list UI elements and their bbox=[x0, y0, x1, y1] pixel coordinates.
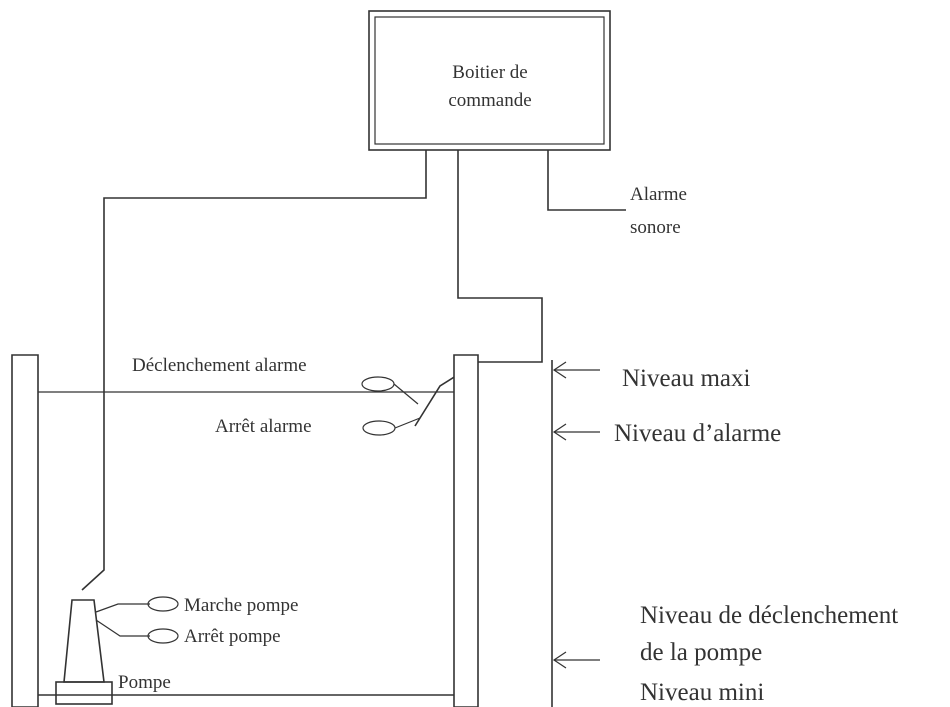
pump-on-float bbox=[147, 596, 179, 612]
sound-alarm-label-line1: Alarme bbox=[630, 184, 687, 205]
alarm-stop-float bbox=[362, 420, 396, 436]
wire-to-alarm-floats bbox=[414, 150, 543, 427]
pump-trigger-level-arrow bbox=[552, 651, 600, 669]
alarm-level-label: Niveau d’alarme bbox=[614, 420, 781, 447]
control-box-label-line1: Boitier de bbox=[452, 62, 527, 83]
alarm-level-arrow bbox=[552, 423, 600, 441]
wire-to-pump bbox=[81, 150, 427, 591]
wire-to-sound-alarm bbox=[547, 150, 626, 211]
sound-alarm-label-line2: sonore bbox=[630, 217, 681, 238]
min-level-label: Niveau mini bbox=[640, 679, 764, 706]
pump-trigger-level-label-line1: Niveau de déclenchement bbox=[640, 602, 898, 629]
pump-off-label: Arrêt pompe bbox=[184, 626, 281, 647]
alarm-stop-label: Arrêt alarme bbox=[215, 416, 312, 437]
alarm-trigger-label: Déclenchement alarme bbox=[132, 355, 307, 376]
pump-trigger-level-label-line2: de la pompe bbox=[640, 639, 762, 666]
max-level-label: Niveau maxi bbox=[622, 365, 750, 392]
pump-icon bbox=[55, 599, 113, 705]
pump-label: Pompe bbox=[118, 672, 171, 693]
alarm-trigger-float bbox=[361, 376, 395, 392]
control-box: Boitier de commande bbox=[368, 10, 611, 151]
tank bbox=[11, 354, 479, 707]
control-box-label-line2: commande bbox=[448, 90, 531, 111]
pump-off-float bbox=[147, 628, 179, 644]
max-level-arrow bbox=[552, 361, 600, 379]
pump-on-label: Marche pompe bbox=[184, 595, 298, 616]
